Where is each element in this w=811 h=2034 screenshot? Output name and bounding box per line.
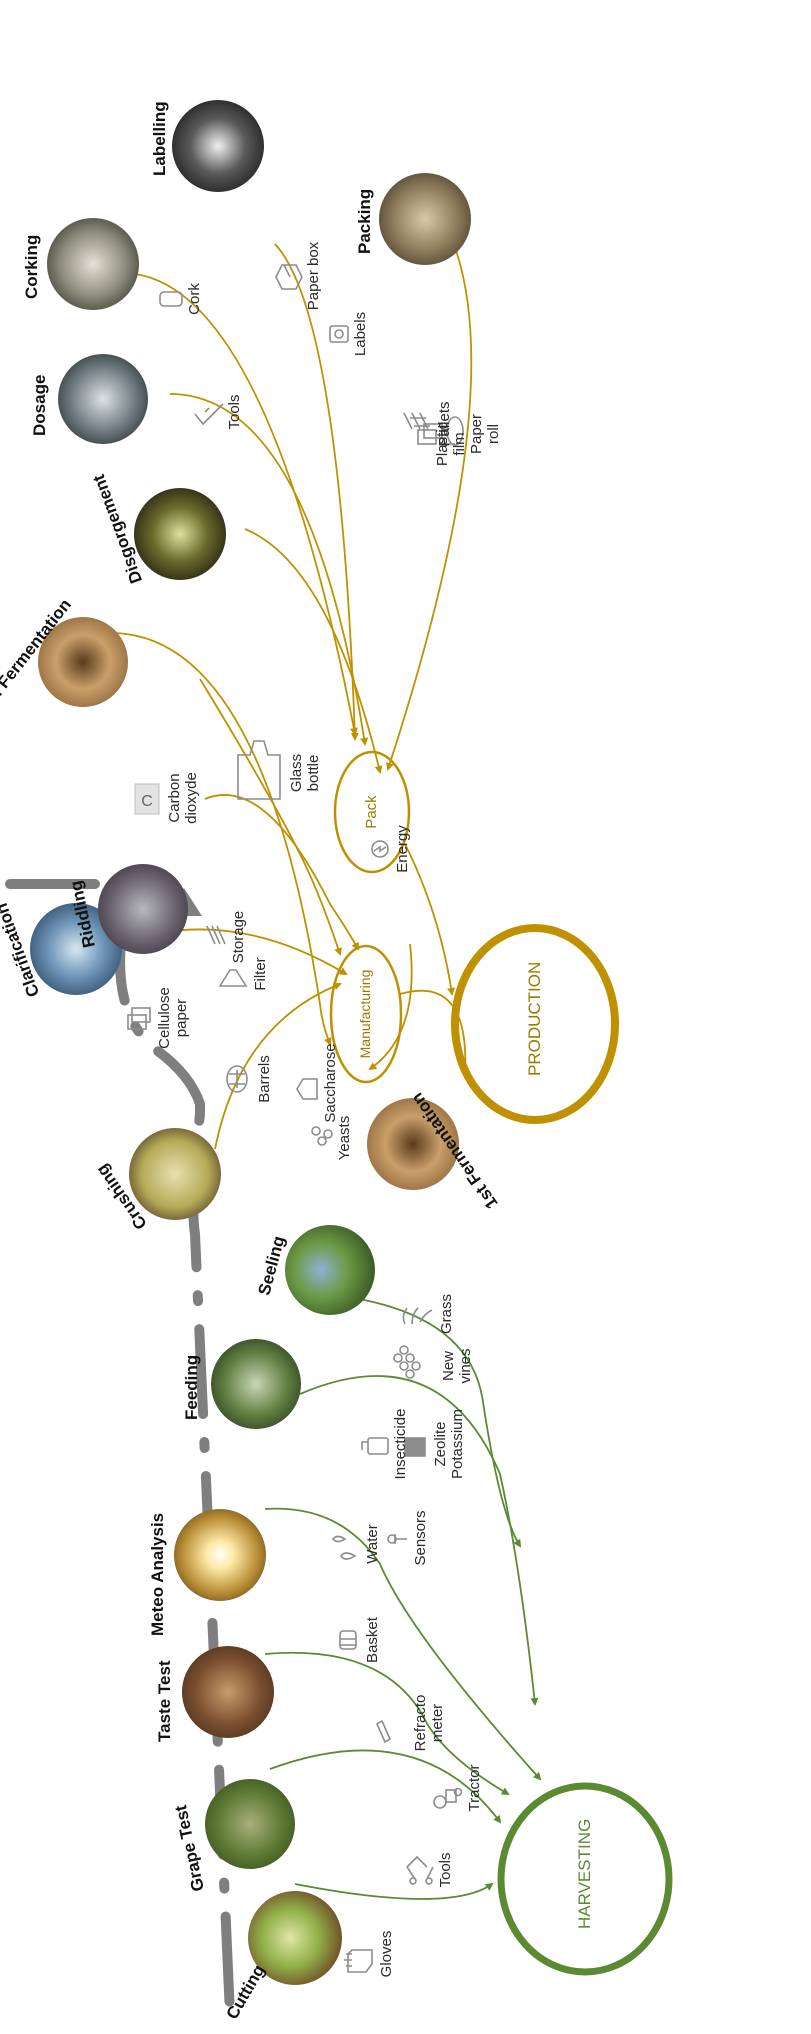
res-zeolite-potassium: Zeolite Potassium (432, 1408, 466, 1480)
energy-icon (371, 840, 389, 858)
res-energy: Energy (394, 825, 411, 873)
harvesting-label: HARVESTING (575, 1818, 594, 1929)
res-grass: Grass (438, 1294, 455, 1335)
res-tools-dosage: Tools (226, 394, 243, 430)
plastic-film-icon (417, 423, 443, 445)
carbon-symbol: C (141, 793, 153, 810)
resource-icons (127, 264, 464, 1973)
riddling-photo (98, 864, 188, 954)
paper-box-icon (275, 264, 303, 290)
pack-hub (333, 750, 411, 874)
barrels-icon (226, 1065, 248, 1093)
res-barrels: Barrels (256, 1055, 273, 1103)
glass-bottle-icon (237, 740, 281, 800)
labels-icon (329, 325, 349, 343)
res-tools: Tools (437, 1852, 454, 1888)
crushing-photo (129, 1128, 221, 1220)
res-basket: Basket (364, 1617, 381, 1663)
res-sensors: Sensors (412, 1510, 429, 1566)
production-arrows (94, 198, 473, 1150)
basket-icon (339, 1630, 357, 1650)
res-new-vines: New vines (440, 1348, 474, 1384)
res-pallets: Pallets (436, 401, 453, 447)
yeasts-icon (311, 1126, 333, 1146)
grapes-icon (393, 1345, 421, 1379)
res-refractometer: Refracto meter (412, 1694, 446, 1752)
stage-packing: Packing (355, 188, 374, 254)
grass-icon (402, 1307, 433, 1325)
zeolite-icon (404, 1437, 426, 1457)
stage-photos (30, 100, 471, 1985)
disgorgement-photo (134, 488, 226, 580)
labelling-photo (172, 100, 264, 192)
tractor-icon (433, 1787, 463, 1809)
stage-dosage: Dosage (30, 374, 49, 436)
res-water: Water (364, 1524, 381, 1564)
link-manufacturing-production (399, 989, 470, 1076)
corking-photo (47, 218, 139, 310)
production-label: PRODUCTION (525, 961, 544, 1076)
gloves-icon (344, 1949, 373, 1973)
dosage-photo (58, 354, 148, 444)
second-fermentation-photo (38, 617, 128, 707)
cutting-photo (248, 1891, 342, 1985)
clarification-photo (30, 903, 122, 995)
stage-meteo-analysis: Meteo Analysis (148, 1512, 167, 1636)
stage-taste-test: Taste Test (155, 1660, 174, 1742)
tools-dosage-icon (194, 403, 224, 426)
cellulose-paper-icon (127, 1007, 151, 1030)
res-gloves: Gloves (378, 1930, 395, 1978)
manufacturing-hub (329, 944, 403, 1084)
res-storage: Storage (230, 910, 247, 964)
paper-roll-icon (441, 416, 464, 446)
filter-icon (218, 969, 248, 987)
grape-test-photo (205, 1779, 295, 1869)
storage-icon (206, 925, 226, 945)
water-icon (331, 1535, 357, 1560)
res-yeasts: Yeasts (336, 1115, 353, 1161)
res-cellulose-paper: Cellulose paper (156, 987, 190, 1049)
link-pack-production (404, 843, 456, 996)
meteo-analysis-photo (174, 1509, 266, 1601)
pack-label: Pack (363, 795, 380, 829)
first-fermentation-photo (367, 1098, 459, 1190)
res-tractor: Tractor (466, 1764, 483, 1812)
pallets-icon (403, 412, 430, 430)
res-labels: Labels (352, 311, 369, 357)
res-carbon-dioxyde: Carbon dioxyde (166, 772, 200, 824)
saccharose-icon (296, 1078, 318, 1100)
stage-labelling: Labelling (150, 101, 169, 176)
production-hub (451, 924, 619, 1124)
res-glass-bottle: Glass bottle (288, 753, 322, 793)
manufacturing-label: Manufacturing (357, 969, 373, 1059)
carbon-box (134, 783, 160, 815)
seeling-photo (285, 1225, 375, 1315)
harvest-arrows (264, 1293, 542, 1900)
refractometer-icon (375, 1719, 392, 1744)
res-insecticide: Insecticide (392, 1408, 409, 1480)
res-cork: Cork (186, 283, 203, 315)
tools-icon (406, 1855, 434, 1885)
stage-feeding: Feeding (182, 1354, 201, 1420)
res-paper-box: Paper box (305, 241, 322, 311)
harvesting-hub (497, 1782, 673, 1976)
stage-corking: Corking (22, 234, 41, 299)
sensors-icon (387, 1534, 407, 1544)
cork-icon (159, 291, 183, 307)
packing-photo (379, 173, 471, 265)
res-filter: Filter (252, 957, 269, 991)
insecticide-icon (361, 1437, 389, 1455)
res-paper-roll: Paper roll (468, 413, 502, 455)
feeding-photo (211, 1339, 301, 1429)
taste-test-photo (182, 1646, 274, 1738)
